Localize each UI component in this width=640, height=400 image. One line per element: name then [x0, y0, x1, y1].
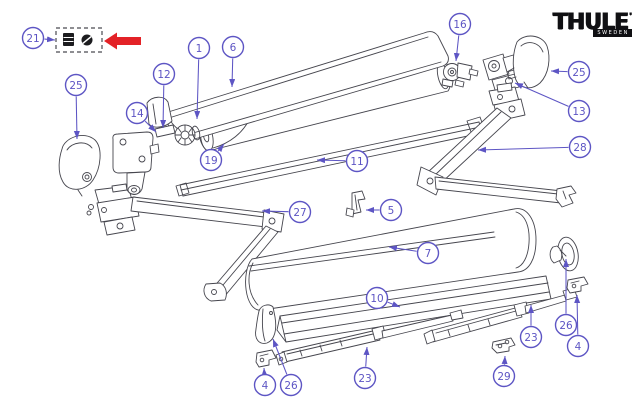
callout-circle-25 [567, 60, 591, 84]
callout-13: 13 [514, 82, 591, 123]
callout-number-29: 29 [497, 371, 510, 383]
callout-number-5: 5 [388, 205, 395, 217]
callout-circle-26 [279, 373, 303, 397]
callout-number-26: 26 [284, 380, 298, 392]
part-tension-rafter-left [275, 309, 464, 366]
thule-logo: THULE' SWEDEN [553, 6, 632, 37]
part-stop-clip [345, 190, 366, 218]
callout-circle-6 [221, 35, 245, 59]
callout-circle-16 [448, 12, 472, 36]
callout-number-25: 25 [572, 67, 585, 79]
callout-12: 12 [152, 62, 176, 129]
callout-number-10: 10 [370, 293, 383, 305]
callout-number-4: 4 [575, 341, 582, 353]
callout-11: 11 [316, 149, 369, 173]
callout-number-7: 7 [425, 248, 432, 260]
part-end-cover-left [255, 304, 277, 344]
callout-25: 25 [550, 60, 591, 84]
callout-number-21: 21 [26, 33, 39, 45]
part-spring-arm-right [416, 82, 577, 208]
callout-circle-21 [21, 26, 45, 50]
callout-circle-12 [152, 62, 176, 86]
callout-number-6: 6 [230, 42, 237, 54]
callout-4: 4 [566, 294, 590, 358]
part-mounting-rail [175, 116, 485, 197]
callout-circle-23 [519, 325, 543, 349]
part-end-cap-right [506, 35, 550, 89]
callout-circle-11 [345, 149, 369, 173]
callout-number-19: 19 [204, 155, 217, 167]
callout-number-16: 16 [453, 19, 467, 31]
callout-23: 23 [353, 346, 377, 390]
callout-7: 7 [388, 241, 440, 265]
part-end-disc-right [549, 236, 579, 272]
callout-4: 4 [253, 367, 277, 397]
part-rolled-fabric [245, 208, 537, 311]
callout-23: 23 [519, 305, 543, 349]
part-gear-unit [441, 62, 479, 88]
callout-circle-5 [379, 198, 403, 222]
callout-19: 19 [199, 143, 225, 172]
callout-number-13: 13 [572, 106, 585, 118]
callout-29: 29 [492, 355, 516, 388]
callout-6: 6 [221, 35, 245, 88]
callout-number-27: 27 [293, 207, 306, 219]
callout-circle-13 [567, 99, 591, 123]
callout-number-1: 1 [196, 43, 203, 55]
callout-number-14: 14 [130, 108, 144, 120]
callout-26: 26 [272, 338, 303, 397]
callout-circle-28 [568, 135, 592, 159]
brand-tagline: SWEDEN [593, 29, 632, 37]
part-crank-knob [154, 124, 201, 146]
brand-wordmark: THULE' [552, 10, 632, 35]
callout-5: 5 [366, 198, 403, 222]
callout-27: 27 [261, 200, 312, 224]
callout-number-23: 23 [358, 373, 371, 385]
callout-number-26: 26 [559, 320, 573, 332]
bracket-glyph-icon [63, 33, 74, 46]
callout-circle-29 [492, 364, 516, 388]
callout-circle-19 [199, 148, 223, 172]
knob-glyph-icon [81, 34, 93, 46]
red-highlight-arrow [104, 32, 141, 50]
callout-circle-4 [253, 373, 277, 397]
callout-number-4: 4 [262, 380, 269, 392]
highlight-box [55, 27, 103, 53]
callout-circle-4 [566, 334, 590, 358]
part-tension-rafter-right [423, 287, 578, 345]
part-spring-cap [146, 96, 173, 128]
part-spring-arm-left [86, 183, 285, 302]
part-bracket-right [566, 276, 589, 294]
trademark-icon: ' [629, 12, 632, 22]
part-end-cap-left [58, 135, 101, 197]
callout-25: 25 [64, 73, 88, 140]
callout-10: 10 [365, 286, 401, 310]
callout-number-23: 23 [524, 332, 537, 344]
callout-circle-26 [554, 313, 578, 337]
callout-circle-7 [416, 241, 440, 265]
callout-circle-27 [288, 200, 312, 224]
callout-14: 14 [125, 101, 157, 133]
callout-circle-25 [64, 73, 88, 97]
callout-circle-14 [125, 101, 149, 125]
callout-26: 26 [554, 259, 578, 337]
callout-circle-10 [365, 286, 389, 310]
callout-number-28: 28 [573, 142, 586, 154]
part-bracket-left [255, 349, 277, 368]
callout-circle-23 [353, 366, 377, 390]
part-gearbox [112, 131, 160, 195]
callout-28: 28 [477, 135, 592, 159]
callout-1: 1 [187, 36, 211, 120]
callout-circle-1 [187, 36, 211, 60]
diagram-line-art [55, 27, 589, 368]
callout-16: 16 [448, 12, 472, 62]
callout-number-25: 25 [69, 80, 82, 92]
callout-number-11: 11 [350, 156, 363, 168]
callout-21: 21 [21, 26, 56, 50]
callout-number-12: 12 [157, 69, 170, 81]
part-slider [491, 337, 516, 354]
